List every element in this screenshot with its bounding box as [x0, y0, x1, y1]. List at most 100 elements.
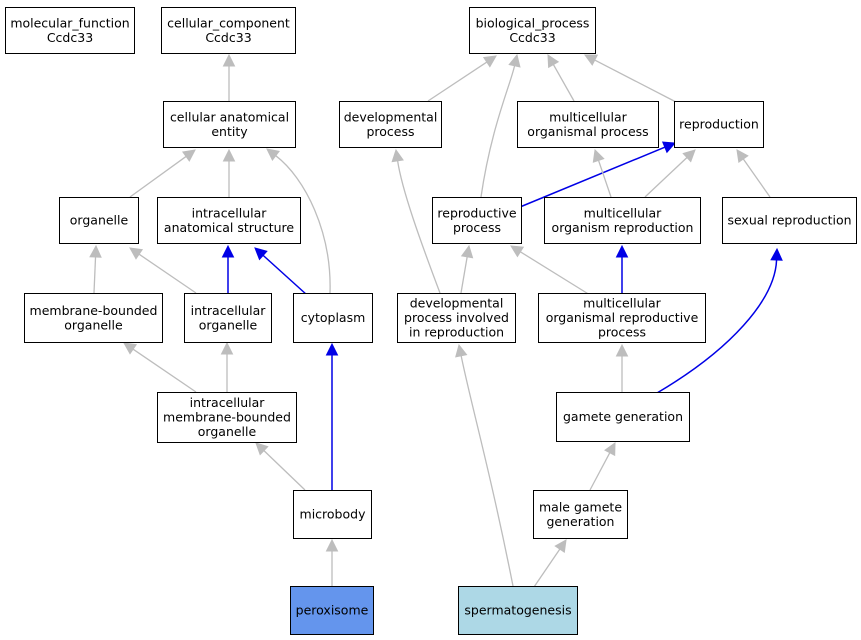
node-box[interactable]	[163, 101, 296, 148]
node-box[interactable]	[458, 586, 578, 635]
arrowhead-icon	[325, 538, 339, 552]
arrowhead-icon	[547, 54, 560, 69]
arrowhead-icon	[181, 149, 196, 162]
node-reproduction[interactable]: reproduction	[674, 101, 764, 148]
node-label: spermatogenesis	[464, 603, 571, 618]
node-sexual-reproduction[interactable]: sexual reproduction	[722, 197, 857, 244]
node-label: biological_process	[476, 15, 590, 30]
node-box[interactable]	[339, 101, 442, 148]
node-label: reproductive	[437, 205, 517, 220]
edge-line	[594, 59, 677, 103]
node-box[interactable]	[5, 7, 135, 54]
arrowhead-icon	[604, 442, 616, 457]
edge-line	[396, 160, 441, 294]
node-box[interactable]	[469, 7, 596, 54]
arrowhead-icon	[482, 55, 497, 68]
node-peroxisome[interactable]: peroxisome	[290, 586, 374, 635]
node-box[interactable]	[722, 197, 857, 244]
node-label: microbody	[300, 507, 367, 522]
arrowhead-icon	[255, 442, 269, 456]
edge-intracellular-organelle-to-intracellular-anatomical-structure	[221, 244, 235, 293]
edge-line	[129, 155, 187, 198]
edge-developmental-process-to-biological-process	[427, 55, 497, 102]
node-organelle[interactable]: organelle	[59, 197, 139, 244]
arrowhead-icon	[129, 247, 144, 260]
node-box[interactable]	[24, 293, 163, 343]
node-microbody[interactable]: microbody	[293, 490, 372, 539]
edge-male-gamete-generation-to-gamete-generation	[589, 442, 616, 491]
edge-line	[275, 155, 331, 294]
edge-intracellular-membrane-bounded-organelle-to-membrane-bounded-organelle	[123, 342, 197, 393]
node-label: organelle	[199, 317, 258, 332]
node-box[interactable]	[556, 392, 690, 442]
arrowhead-icon	[455, 343, 468, 358]
node-label: organelle	[198, 424, 257, 439]
edge-multicellular-organism-reproduction-to-reproduction	[644, 149, 696, 198]
edge-multicellular-organismal-process-to-biological-process	[547, 54, 575, 102]
node-label: organismal reproductive	[546, 310, 699, 325]
node-box[interactable]	[538, 293, 706, 343]
edge-line	[132, 348, 197, 393]
node-label: Ccdc33	[205, 30, 251, 45]
node-box[interactable]	[544, 197, 701, 244]
node-cytoplasm[interactable]: cytoplasm	[293, 293, 373, 343]
edge-cytoplasm-to-intracellular-anatomical-structure	[254, 247, 308, 296]
arrowhead-icon	[123, 342, 138, 355]
node-label: multicellular	[583, 296, 662, 311]
node-box[interactable]	[397, 293, 516, 343]
edge-line	[460, 256, 468, 294]
edge-intracellular-organelle-to-organelle	[129, 247, 197, 294]
node-box[interactable]	[517, 101, 659, 148]
node-label: process	[598, 325, 646, 340]
edge-reproduction-to-biological-process	[584, 54, 677, 103]
node-spermatogenesis[interactable]: spermatogenesis	[458, 586, 578, 635]
node-box[interactable]	[533, 490, 628, 539]
node-box[interactable]	[59, 197, 139, 244]
node-box[interactable]	[161, 7, 296, 54]
edge-line	[427, 61, 488, 102]
node-box[interactable]	[674, 101, 764, 148]
edge-line	[644, 157, 688, 198]
node-box[interactable]	[432, 197, 522, 244]
node-box[interactable]	[184, 293, 272, 343]
node-box[interactable]	[157, 197, 301, 244]
arrowhead-icon	[584, 54, 599, 66]
arrowhead-icon	[736, 149, 749, 164]
edge-spermatogenesis-to-male-gamete-generation	[533, 539, 567, 588]
node-label: organelle	[70, 213, 129, 228]
node-label: entity	[211, 124, 248, 139]
edge-intracellular-membrane-bounded-organelle-to-intracellular-organelle	[220, 341, 234, 392]
node-box[interactable]	[293, 490, 372, 539]
node-box[interactable]	[293, 293, 373, 343]
node-label: membrane-bounded	[163, 410, 291, 425]
edge-line	[460, 355, 514, 587]
node-label: intracellular	[192, 205, 268, 220]
arrowhead-icon	[221, 244, 235, 258]
edge-multicellular-organism-reproduction-to-multicellular-organismal-process	[592, 148, 612, 198]
node-label: multicellular	[584, 205, 663, 220]
node-label: in reproduction	[409, 325, 504, 340]
node-gamete-generation[interactable]: gamete generation	[556, 392, 690, 442]
node-box[interactable]	[290, 586, 374, 635]
node-box[interactable]	[157, 392, 297, 443]
edge-cytoplasm-to-cellular-anatomical-entity	[266, 148, 331, 294]
edge-line	[533, 548, 561, 588]
edge-microbody-to-intracellular-membrane-bounded-organelle	[255, 442, 306, 491]
node-label: sexual reproduction	[727, 213, 851, 228]
